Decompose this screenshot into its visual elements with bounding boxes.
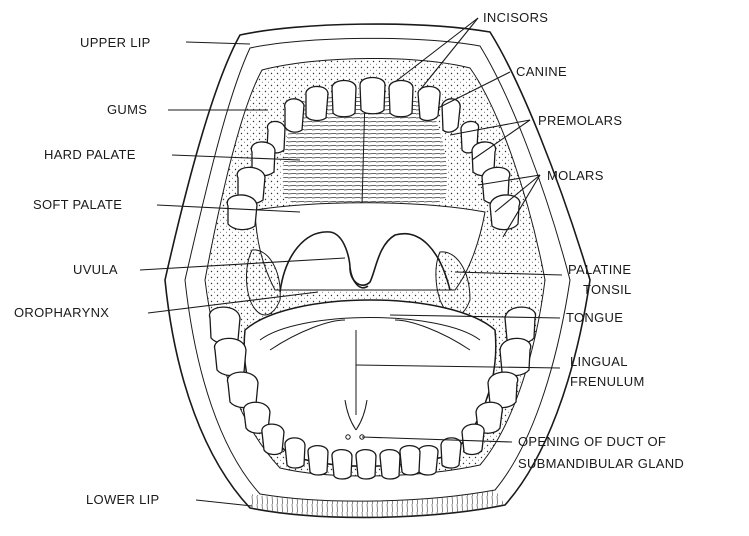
label-palatine-tonsil-line1: PALATINE bbox=[568, 262, 631, 277]
label-hard-palate: HARD PALATE bbox=[44, 147, 136, 162]
label-lingual-frenulum-line2: FRENULUM bbox=[570, 374, 645, 389]
label-tongue: TONGUE bbox=[566, 310, 623, 325]
label-upper-lip: UPPER LIP bbox=[80, 35, 151, 50]
label-uvula: UVULA bbox=[73, 262, 118, 277]
label-oropharynx: OROPHARYNX bbox=[14, 305, 109, 320]
label-gums: GUMS bbox=[107, 102, 147, 117]
label-duct-line2: SUBMANDIBULAR GLAND bbox=[518, 456, 684, 471]
label-incisors: INCISORS bbox=[483, 10, 548, 25]
label-lower-lip: LOWER LIP bbox=[86, 492, 160, 507]
label-palatine-tonsil-line2: TONSIL bbox=[583, 282, 632, 297]
label-molars: MOLARS bbox=[547, 168, 604, 183]
label-soft-palate: SOFT PALATE bbox=[33, 197, 122, 212]
label-premolars: PREMOLARS bbox=[538, 113, 622, 128]
label-canine: CANINE bbox=[516, 64, 567, 79]
label-duct-line1: OPENING OF DUCT OF bbox=[518, 434, 666, 449]
label-lingual-frenulum-line1: LINGUAL bbox=[570, 354, 628, 369]
